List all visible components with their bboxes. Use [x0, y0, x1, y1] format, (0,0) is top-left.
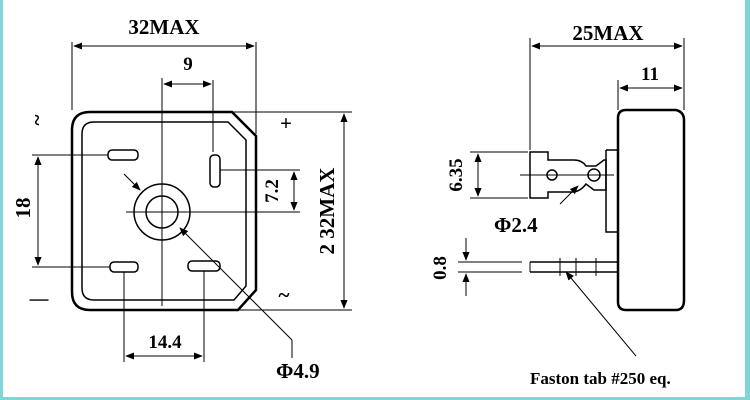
label-hole-diameter: Φ4.9: [276, 359, 320, 383]
label-pitch-top: 9: [183, 54, 193, 75]
label-offset: 7.2: [262, 179, 283, 203]
label-tab-hole-diameter: Φ2.4: [494, 213, 538, 237]
mark-ac-top: ~: [25, 114, 49, 125]
label-pitch-vertical: 18: [11, 198, 35, 219]
label-width-max: 32MAX: [128, 15, 199, 39]
frame-left-edge: [0, 0, 3, 400]
side-flange: [605, 149, 618, 233]
label-pitch-bottom: 14.4: [148, 332, 182, 353]
mark-ac-bottom: ~: [279, 283, 290, 307]
terminal-plus: [209, 154, 221, 188]
hole-leader: [179, 227, 293, 341]
label-depth-max: 25MAX: [572, 21, 643, 45]
faston-leader: [565, 271, 637, 357]
side-body: [616, 108, 686, 312]
tab-hole-arrow: [559, 185, 579, 205]
label-faston-note: Faston tab #250 eq.: [530, 369, 671, 388]
mark-plus: +: [280, 111, 292, 135]
label-body-depth: 11: [641, 64, 659, 85]
hole-arrow-upper: [123, 173, 141, 191]
front-view: 32MAX 9 18 7.2 2 32MAX 14.4 Φ4.9 ~ + ~ |: [11, 15, 352, 383]
terminal-ac-top: [107, 149, 139, 161]
label-tab-width: 6.35: [446, 158, 467, 191]
side-view: 25MAX 11 6.35 Φ2.4 0.8 Faston tab #250 e…: [430, 21, 686, 388]
label-tab-thickness: 0.8: [430, 256, 451, 280]
body-inner-outline: [81, 121, 247, 301]
body-outline: [70, 110, 258, 312]
terminal-minus: [109, 261, 139, 273]
mark-minus: |: [25, 298, 49, 303]
frame-right-edge: [745, 0, 750, 400]
frame-bottom-edge: [0, 397, 750, 400]
label-height-max: 2 32MAX: [315, 168, 339, 255]
